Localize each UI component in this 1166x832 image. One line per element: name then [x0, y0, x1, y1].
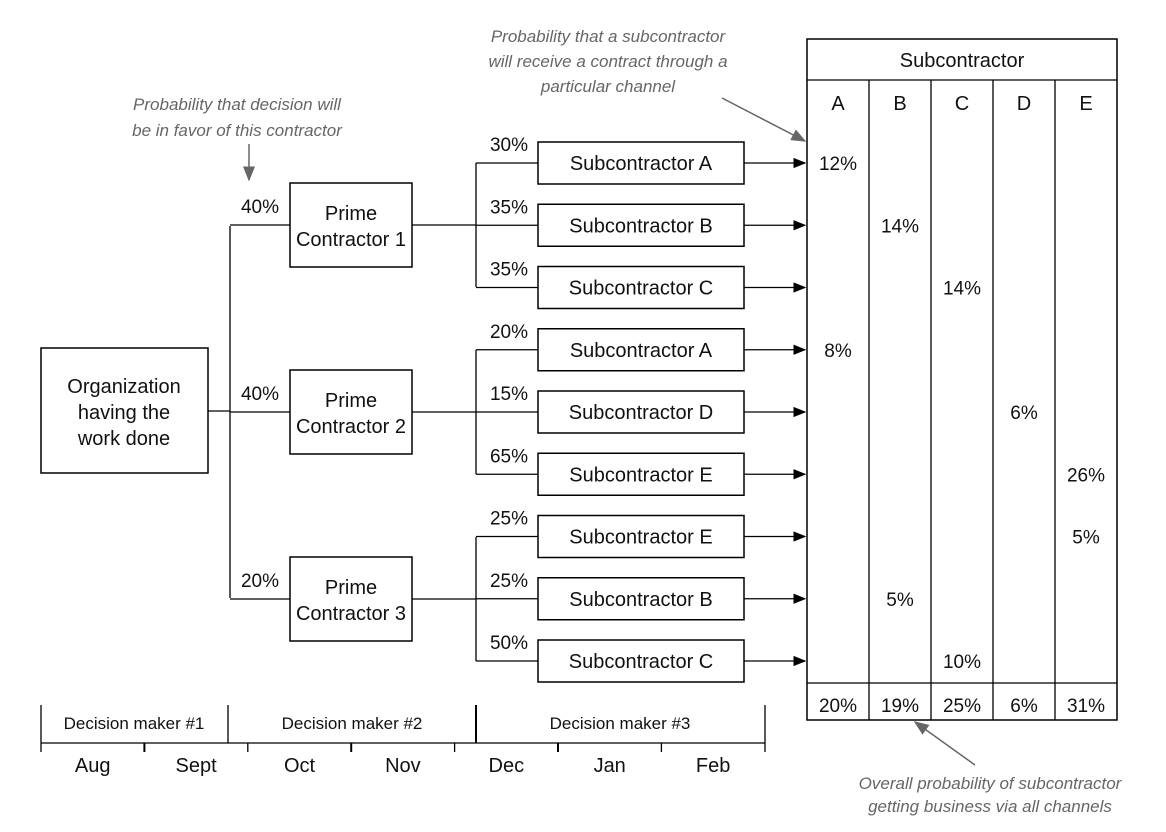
sub-label: Subcontractor C [569, 651, 714, 673]
organization-label-line: work done [77, 428, 170, 450]
prime-label-line: Prime [325, 390, 377, 412]
subcontractor-channel: 35% Subcontractor B 14% [476, 197, 919, 247]
channel-probability: 5% [886, 590, 914, 611]
decision-maker-label: Decision maker #2 [282, 714, 423, 733]
organization-label-line: Organization [67, 376, 180, 398]
column-header: B [893, 93, 906, 115]
annotation-arrow [721, 97, 807, 142]
channel-probability: 8% [824, 341, 852, 362]
prime-label-line: Contractor 2 [296, 416, 406, 438]
column-total: 19% [881, 696, 919, 717]
subcontractor-channel: 20% Subcontractor A 8% [476, 322, 852, 372]
subcontractor-channel: 35% Subcontractor C 14% [476, 260, 981, 310]
table-title: Subcontractor [900, 50, 1025, 72]
subcontractor-channel: 50% Subcontractor C 10% [476, 633, 981, 683]
sub-probability: 35% [490, 260, 528, 281]
channel-probability: 5% [1072, 528, 1100, 549]
column-header: A [831, 93, 845, 115]
subcontractor-channel: 65% Subcontractor E 26% [476, 446, 1105, 496]
subcontractor-channel: 15% Subcontractor D 6% [476, 384, 1038, 434]
prime-label-line: Contractor 3 [296, 603, 406, 625]
decision-maker-label: Decision maker #3 [550, 714, 691, 733]
annotation-decision: Probability that decision will be in fav… [132, 95, 343, 182]
column-total: 6% [1010, 696, 1038, 717]
sub-label: Subcontractor B [569, 589, 712, 611]
annotation-text: will receive a contract through a [488, 52, 727, 71]
column-header: D [1017, 93, 1031, 115]
prime-probability: 40% [241, 384, 279, 405]
month-label: Sept [176, 755, 218, 777]
timeline: Decision maker #1 Decision maker #2 Decisi… [40, 705, 766, 777]
sub-label: Subcontractor E [569, 527, 712, 549]
sub-probability: 15% [490, 384, 528, 405]
annotation-text: getting business via all channels [868, 797, 1112, 816]
subcontractor-channel: 25% Subcontractor B 5% [476, 571, 914, 621]
sub-label: Subcontractor A [570, 153, 713, 175]
organization-node: Organization having the work done [40, 347, 209, 474]
subcontractor-channel: 30% Subcontractor A 12% [476, 135, 857, 185]
column-header: C [955, 93, 969, 115]
sub-probability: 65% [490, 446, 528, 467]
annotation-text: be in favor of this contractor [132, 121, 343, 140]
prime-probability: 20% [241, 571, 279, 592]
prime-label-line: Prime [325, 203, 377, 225]
annotation-text: Probability that a subcontractor [491, 27, 727, 46]
month-label: Nov [385, 755, 421, 777]
prime-label-line: Contractor 1 [296, 229, 406, 251]
month-label: Aug [75, 755, 111, 777]
annotation-text: Overall probability of subcontractor [859, 774, 1123, 793]
channel-probability: 14% [943, 279, 981, 300]
sub-label: Subcontractor B [569, 215, 712, 237]
annotation-arrow [913, 721, 976, 766]
decision-maker-label: Decision maker #1 [64, 714, 205, 733]
organization-label-line: having the [78, 402, 170, 424]
month-label: Feb [696, 755, 730, 777]
column-total: 20% [819, 696, 857, 717]
sub-probability: 35% [490, 197, 528, 218]
sub-probability: 25% [490, 571, 528, 592]
column-header: E [1079, 93, 1092, 115]
channel-probability: 10% [943, 652, 981, 673]
channel-probability: 12% [819, 154, 857, 175]
prime-probability: 40% [241, 197, 279, 218]
sub-probability: 20% [490, 322, 528, 343]
channel-probability: 26% [1067, 465, 1105, 486]
sub-label: Subcontractor E [569, 464, 712, 486]
column-total: 25% [943, 696, 981, 717]
sub-probability: 30% [490, 135, 528, 156]
annotation-channel: Probability that a subcontractor will re… [488, 27, 807, 142]
sub-label: Subcontractor D [569, 402, 714, 424]
channel-probability: 6% [1010, 403, 1038, 424]
month-label: Oct [284, 755, 316, 777]
column-total: 31% [1067, 696, 1105, 717]
month-label: Jan [594, 755, 626, 777]
channel-probability: 14% [881, 216, 919, 237]
sub-label: Subcontractor C [569, 278, 714, 300]
subcontractor-table: Subcontractor A 20% B 19% C 25% D 6% E 31% [806, 38, 1118, 721]
subcontractor-channel: 25% Subcontractor E 5% [476, 509, 1100, 559]
sub-label: Subcontractor A [570, 340, 713, 362]
annotation-text: particular channel [540, 77, 676, 96]
month-label: Dec [489, 755, 525, 777]
annotation-overall: Overall probability of subcontractor get… [859, 721, 1123, 816]
prime-label-line: Prime [325, 577, 377, 599]
sub-probability: 50% [490, 633, 528, 654]
sub-probability: 25% [490, 509, 528, 530]
annotation-text: Probability that decision will [133, 95, 342, 114]
